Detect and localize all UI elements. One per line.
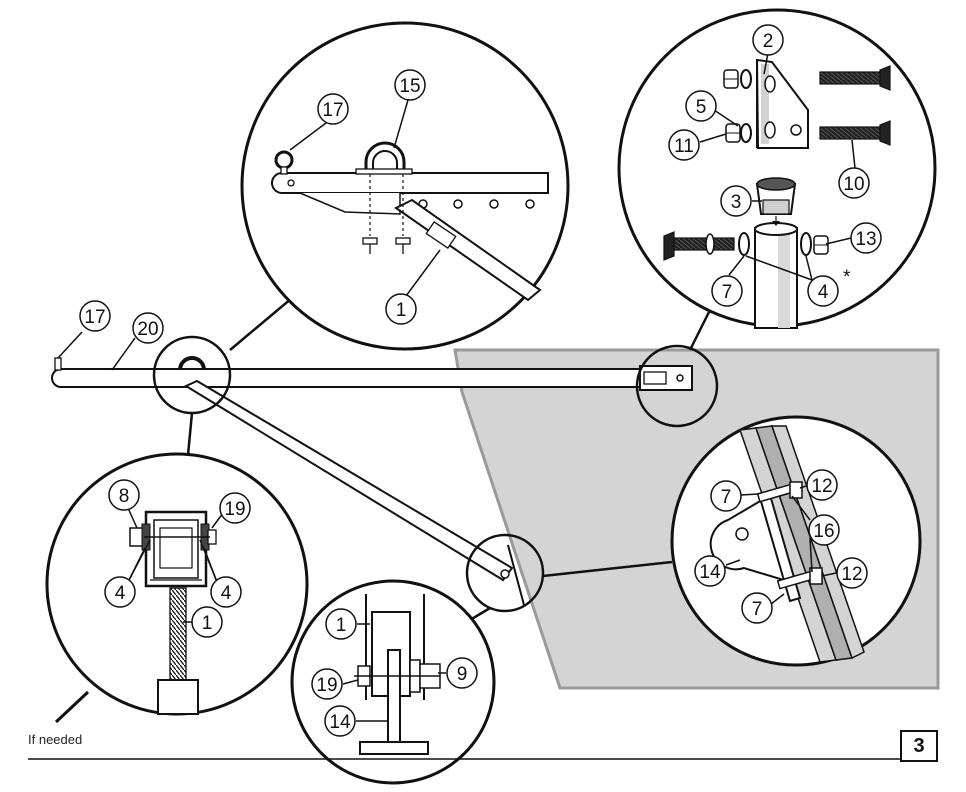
callout-right-7b: 7 — [741, 592, 773, 624]
callout-bottom-mid-1: 1 — [325, 608, 357, 640]
callout-right-12a: 12 — [806, 469, 838, 501]
svg-text:1: 1 — [202, 613, 213, 634]
callout-overview-20: 20 — [132, 312, 164, 344]
svg-text:17: 17 — [322, 100, 343, 121]
svg-text:7: 7 — [721, 487, 732, 508]
svg-text:5: 5 — [696, 97, 707, 118]
callout-top-right-13: 13 — [850, 222, 882, 254]
callout-bottom-mid-14: 14 — [324, 705, 356, 737]
callout-bottom-left-4b: 4 — [210, 576, 242, 608]
svg-text:20: 20 — [137, 319, 158, 340]
svg-text:12: 12 — [841, 564, 862, 585]
svg-text:19: 19 — [224, 499, 245, 520]
callout-right-16: 16 — [808, 514, 840, 546]
detail-top-right — [617, 8, 937, 329]
svg-text:4: 4 — [115, 583, 126, 604]
callout-bottom-mid-19: 19 — [311, 668, 343, 700]
callout-bottom-left-4a: 4 — [104, 576, 136, 608]
svg-text:14: 14 — [699, 562, 721, 583]
callout-top-left-1: 1 — [385, 293, 417, 325]
callout-right-7a: 7 — [710, 480, 742, 512]
svg-text:9: 9 — [457, 664, 468, 685]
svg-text:17: 17 — [84, 307, 105, 328]
svg-text:16: 16 — [813, 521, 834, 542]
overview-assembly — [51, 297, 719, 622]
callout-top-right-4: 4 — [807, 275, 839, 307]
svg-text:1: 1 — [396, 300, 407, 321]
callout-top-right-7: 7 — [711, 275, 743, 307]
callout-overview-17: 17 — [79, 300, 111, 332]
callout-top-right-11: 11 — [668, 129, 700, 161]
svg-text:14: 14 — [329, 712, 351, 733]
svg-text:10: 10 — [843, 174, 864, 195]
callout-top-right-2: 2 — [752, 24, 784, 56]
callout-bottom-mid-9: 9 — [446, 657, 478, 689]
callout-top-right-3: 3 — [720, 185, 752, 217]
callout-top-right-5: 5 — [685, 90, 717, 122]
callout-bottom-left-19: 19 — [219, 492, 251, 524]
svg-text:3: 3 — [731, 192, 742, 213]
if-needed-note: If needed — [28, 732, 83, 747]
svg-text:2: 2 — [763, 31, 774, 52]
svg-text:13: 13 — [855, 229, 876, 250]
svg-text:1: 1 — [336, 615, 347, 636]
asterisk-mark: * — [843, 267, 851, 288]
page-number: 3 — [900, 730, 938, 762]
svg-text:19: 19 — [316, 675, 337, 696]
svg-text:12: 12 — [811, 476, 832, 497]
callout-right-14: 14 — [694, 555, 726, 587]
callout-bottom-left-8: 8 — [108, 479, 140, 511]
svg-text:15: 15 — [399, 76, 420, 97]
detail-right — [670, 415, 922, 667]
callout-top-left-15: 15 — [394, 69, 426, 101]
svg-text:8: 8 — [119, 486, 130, 507]
callout-top-right-10: 10 — [838, 167, 870, 199]
svg-text:7: 7 — [722, 282, 733, 303]
callout-bottom-left-1: 1 — [191, 606, 223, 638]
if-needed-marker — [54, 690, 90, 724]
callout-top-left-17: 17 — [317, 93, 349, 125]
footer — [28, 690, 938, 760]
svg-text:4: 4 — [221, 583, 232, 604]
svg-text:7: 7 — [752, 599, 763, 620]
svg-text:4: 4 — [818, 282, 829, 303]
callout-labels: 17 20 17 15 1 2 5 11 10 3 13 7 4 * 8 19 … — [79, 24, 882, 737]
detail-bottom-left — [45, 452, 309, 716]
svg-text:11: 11 — [674, 136, 694, 157]
callout-right-12b: 12 — [836, 557, 868, 589]
